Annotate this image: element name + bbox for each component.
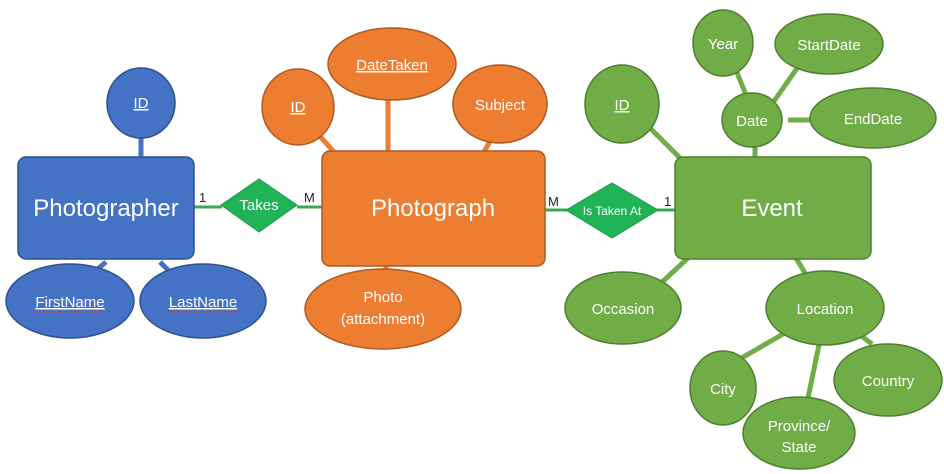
event-date-label: Date: [736, 113, 768, 130]
photographer-lastname-attribute[interactable]: [139, 263, 267, 339]
takes-relationship-label: Takes: [239, 197, 278, 214]
photograph-datetaken-label: DateTaken: [356, 57, 428, 74]
event-year-attribute[interactable]: [692, 9, 754, 77]
event-country-attribute[interactable]: [833, 343, 943, 417]
photograph-datetaken-attribute[interactable]: [327, 27, 457, 101]
event-group: ID Year StartDate Date EndDate Event Occ…: [564, 9, 943, 470]
event-date-attribute[interactable]: [721, 92, 783, 148]
photograph-subject-label: Subject: [475, 97, 526, 114]
event-id-attribute[interactable]: [584, 64, 660, 144]
photograph-id-attribute[interactable]: [261, 68, 335, 146]
spellcheck-firstname: [33, 310, 107, 314]
photograph-entity[interactable]: [321, 150, 546, 267]
photographer-firstname-label: FirstName: [35, 294, 104, 311]
event-id-label: ID: [615, 97, 630, 114]
istakenat-cardinality-right: 1: [664, 194, 671, 209]
photograph-id-label: ID: [291, 99, 306, 116]
istakenat-relationship-group: Is Taken At M 1: [548, 182, 671, 239]
photograph-entity-label: Photograph: [371, 195, 495, 222]
istakenat-cardinality-left: M: [548, 194, 559, 209]
event-city-attribute[interactable]: [689, 350, 757, 426]
photographer-group: ID Photographer FirstName LastName: [5, 67, 267, 339]
photographer-id-label: ID: [134, 95, 149, 112]
photograph-photo-label-line1: Photo: [363, 289, 402, 306]
connector-location-province: [805, 339, 823, 399]
photograph-photo-attribute[interactable]: [304, 268, 462, 350]
connector-event-occasion: [658, 256, 690, 286]
istakenat-relationship[interactable]: [565, 182, 659, 239]
photographer-id-attribute[interactable]: [106, 67, 176, 139]
event-startdate-label: StartDate: [797, 37, 860, 54]
event-province-attribute[interactable]: [742, 396, 856, 470]
event-city-label: City: [710, 381, 736, 398]
event-enddate-label: EndDate: [844, 111, 902, 128]
photograph-subject-attribute[interactable]: [452, 64, 548, 144]
photograph-group: ID DateTaken Subject Photograph Photo (a…: [261, 27, 548, 350]
takes-cardinality-right: M: [304, 190, 315, 205]
photograph-photo-label-line2: (attachment): [341, 311, 425, 328]
event-entity[interactable]: [674, 156, 872, 260]
event-province-label-line2: State: [781, 439, 816, 456]
takes-relationship[interactable]: [220, 178, 298, 233]
connector-date-startdate: [769, 62, 803, 106]
istakenat-relationship-label: Is Taken At: [583, 204, 642, 218]
photographer-lastname-label: LastName: [169, 294, 237, 311]
event-occasion-label: Occasion: [592, 301, 655, 318]
event-enddate-attribute[interactable]: [809, 87, 937, 149]
connector-event-id: [648, 126, 682, 160]
photographer-entity-label: Photographer: [33, 195, 178, 222]
event-occasion-attribute[interactable]: [564, 271, 682, 345]
event-entity-label: Event: [741, 195, 803, 222]
event-location-attribute[interactable]: [765, 270, 885, 346]
takes-relationship-group: Takes 1 M: [199, 178, 315, 233]
event-startdate-attribute[interactable]: [774, 13, 884, 75]
takes-cardinality-left: 1: [199, 190, 206, 205]
event-country-label: Country: [862, 373, 915, 390]
connector-location-city: [736, 327, 792, 363]
event-location-label: Location: [797, 301, 854, 318]
event-province-label-line1: Province/: [768, 418, 831, 435]
photographer-firstname-attribute[interactable]: [5, 263, 135, 339]
photographer-entity[interactable]: [17, 156, 195, 260]
event-year-label: Year: [708, 36, 738, 53]
spellcheck-lastname: [167, 310, 241, 314]
